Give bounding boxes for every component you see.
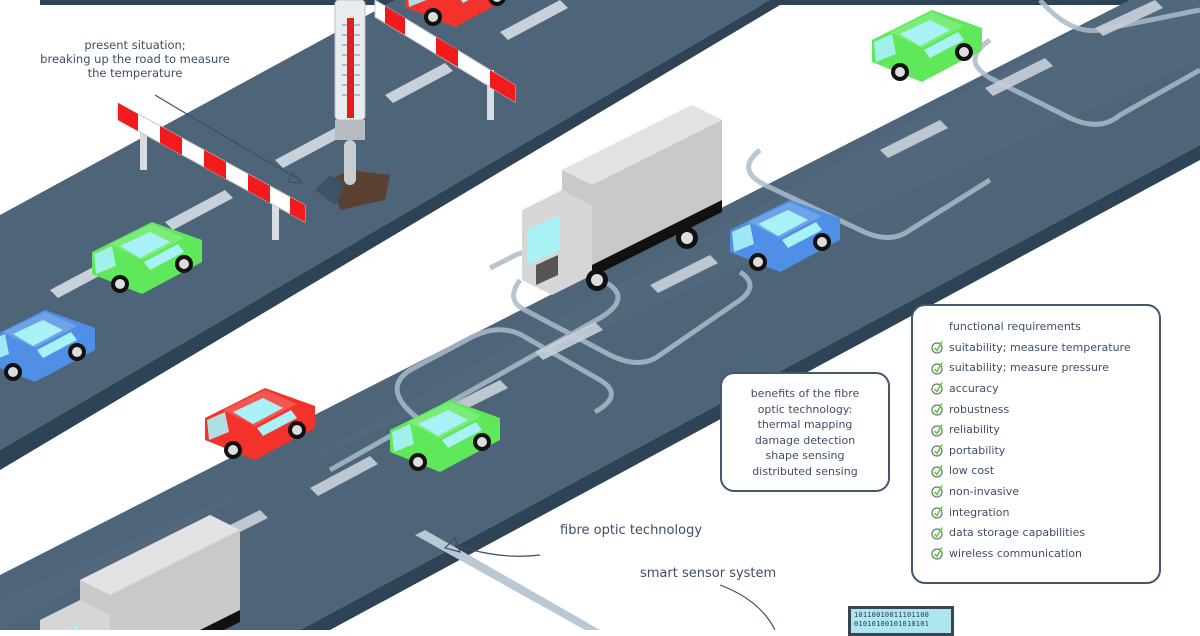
checkmark-icon bbox=[931, 464, 943, 478]
binary-row: 01010100101010101 bbox=[854, 620, 930, 628]
requirement-label: accuracy bbox=[949, 381, 999, 395]
smart-sensor-label: smart sensor system bbox=[640, 566, 777, 581]
requirement-label: non-invasive bbox=[949, 484, 1019, 498]
smart-sensor-screen: 10110010011101100 01010100101010101 bbox=[848, 606, 954, 636]
present-situation-line: present situation; bbox=[84, 38, 186, 52]
road-barrier-right bbox=[374, 0, 516, 120]
annotation-leaders bbox=[154, 94, 776, 630]
fibre-optic-label: fibre optic technology bbox=[560, 523, 703, 538]
requirement-item: robustness bbox=[913, 399, 1159, 420]
requirement-item: portability bbox=[913, 440, 1159, 461]
benefits-box: benefits of the fibre optic technology: … bbox=[720, 372, 890, 492]
present-situation-label: present situation; breaking up the road … bbox=[20, 38, 250, 80]
requirement-label: portability bbox=[949, 443, 1006, 457]
requirement-label: low cost bbox=[949, 464, 995, 478]
requirements-box: functional requirements suitability; mea… bbox=[911, 304, 1161, 584]
requirements-title: functional requirements bbox=[949, 320, 1081, 333]
checkmark-icon bbox=[931, 547, 943, 560]
requirement-item: low cost bbox=[913, 461, 1159, 482]
road-barrier-left bbox=[117, 102, 306, 240]
checkmark-icon bbox=[931, 403, 943, 416]
present-situation-line: the temperature bbox=[87, 66, 183, 80]
requirement-label: data storage capabilities bbox=[949, 526, 1086, 540]
checkmark-icon bbox=[931, 506, 943, 519]
present-situation-line: breaking up the road to measure bbox=[40, 52, 230, 66]
requirement-label: suitability; measure temperature bbox=[949, 340, 1131, 354]
checkmark-icon bbox=[931, 526, 943, 540]
binary-row: 10110010011101100 bbox=[854, 611, 930, 619]
requirement-item: suitability; measure temperature bbox=[913, 337, 1159, 358]
benefit-line: benefits of the fibre bbox=[750, 387, 860, 400]
requirement-label: robustness bbox=[949, 402, 1010, 416]
car-green-lower-top bbox=[872, 10, 982, 82]
checkmark-icon bbox=[931, 444, 943, 457]
requirement-label: reliability bbox=[949, 423, 1000, 437]
requirement-item: accuracy bbox=[913, 378, 1159, 399]
requirement-label: integration bbox=[949, 505, 1010, 519]
requirement-item: integration bbox=[913, 502, 1159, 523]
checkmark-icon bbox=[931, 423, 943, 437]
requirement-item: wireless communication bbox=[913, 543, 1159, 564]
benefit-line: optic technology: bbox=[757, 402, 853, 416]
requirements-list: suitability; measure temperature suitabil… bbox=[913, 337, 1159, 564]
benefit-line: damage detection bbox=[754, 433, 856, 447]
benefit-line: thermal mapping bbox=[757, 418, 853, 431]
requirement-item: data storage capabilities bbox=[913, 522, 1159, 543]
requirement-item: non-invasive bbox=[913, 481, 1159, 502]
requirement-item: reliability bbox=[913, 419, 1159, 440]
benefit-line: distributed sensing bbox=[752, 464, 858, 478]
upper-road bbox=[0, 0, 780, 470]
requirement-label: suitability; measure pressure bbox=[949, 361, 1109, 375]
checkmark-icon bbox=[931, 485, 943, 499]
requirement-item: suitability; measure pressure bbox=[913, 358, 1159, 379]
thermometer-icon bbox=[315, 0, 390, 210]
benefit-line: shape sensing bbox=[765, 449, 845, 462]
requirement-label: wireless communication bbox=[949, 546, 1082, 560]
checkmark-icon bbox=[931, 382, 943, 396]
checkmark-icon bbox=[931, 361, 943, 375]
checkmark-icon bbox=[931, 341, 943, 354]
